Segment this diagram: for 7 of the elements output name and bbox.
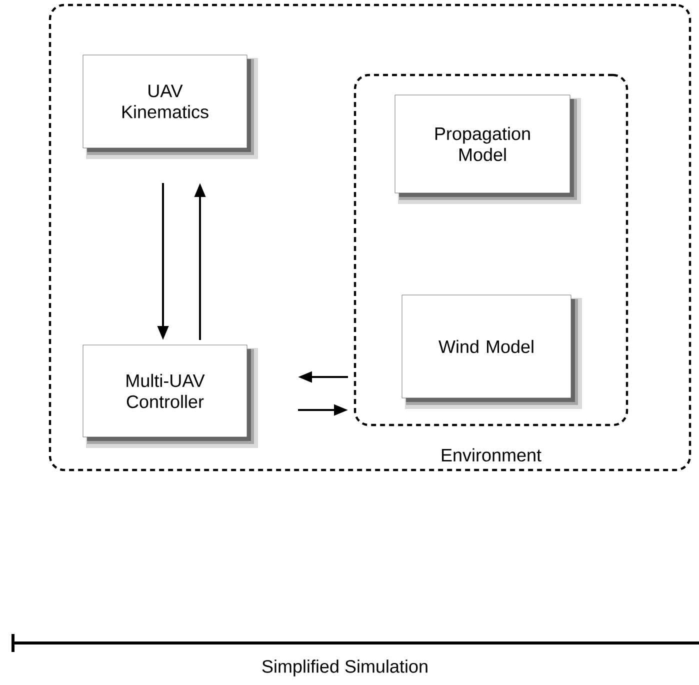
process-box: Multi-UAV Controller xyxy=(82,344,258,448)
bar-label: Simplified Simulation xyxy=(262,660,428,676)
dashed-frame xyxy=(48,4,692,472)
process-box: UAV Kinematics xyxy=(82,54,258,159)
process-box: Wind Model xyxy=(402,294,582,409)
process-box: Propagation Model xyxy=(394,94,581,204)
node-label: Environment xyxy=(442,448,542,462)
